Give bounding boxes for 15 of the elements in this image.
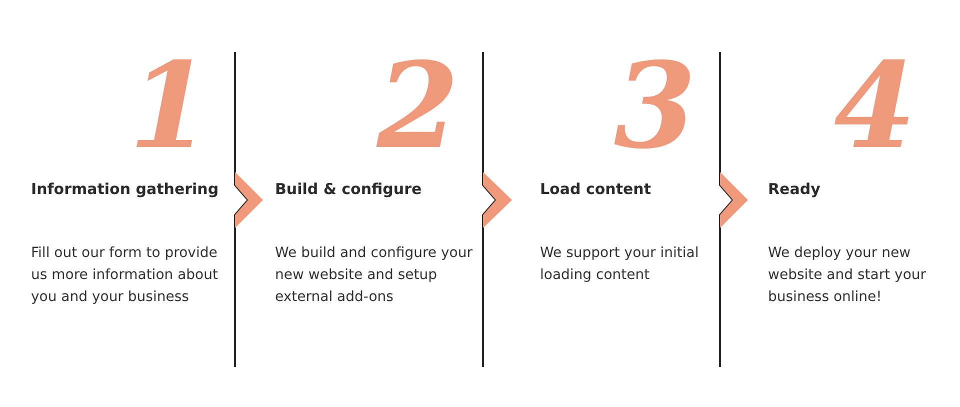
chevron-arrow [483, 172, 512, 228]
step-number: 2 [376, 48, 459, 163]
step-heading: Ready [768, 179, 822, 200]
step-number: 1 [128, 48, 211, 163]
step-heading: Information gathering [31, 179, 220, 200]
step-description: We support your initial loading content [540, 244, 700, 285]
step-description: We deploy your new website and start your business online! [768, 244, 928, 307]
step-heading: Build & configure [275, 179, 423, 200]
step-number: 3 [614, 48, 696, 163]
step-description: We build and configure your new website and setup external add-ons [275, 244, 474, 307]
step-heading: Load content [540, 179, 652, 200]
chevron-arrow [235, 172, 263, 228]
chevron-arrow [720, 172, 748, 228]
step-number: 4 [834, 48, 916, 163]
step-description: Fill out our form to provide us more information about you and your business [31, 244, 219, 307]
